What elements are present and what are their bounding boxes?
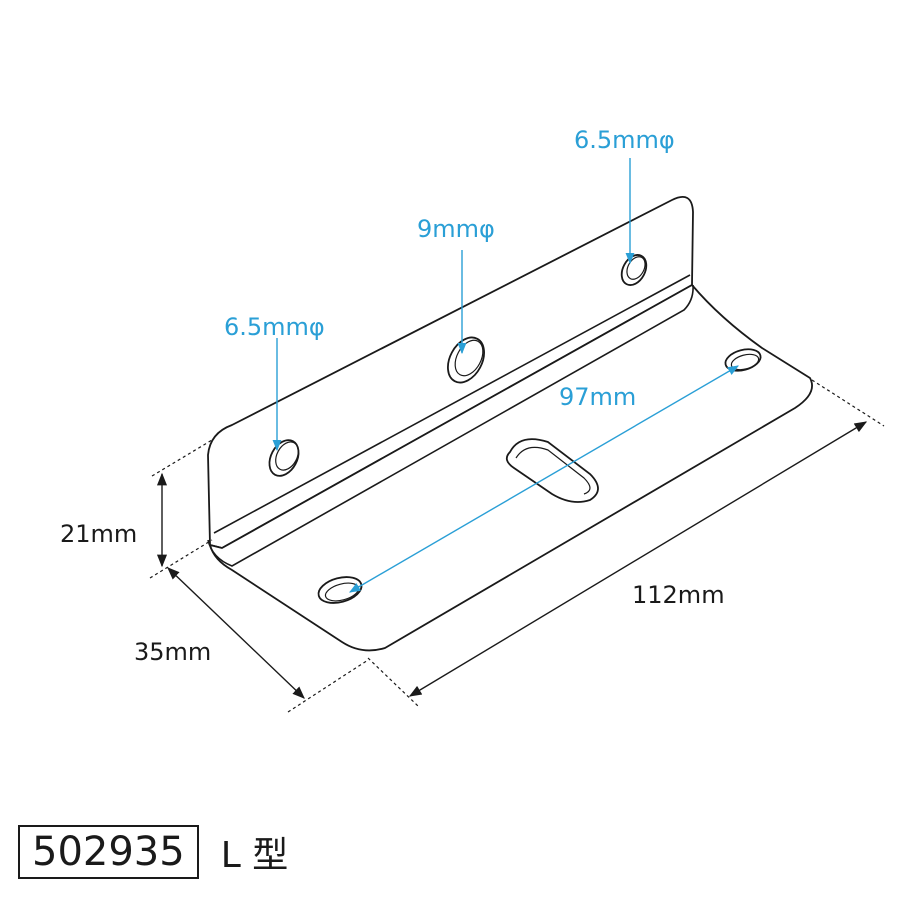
depth-dimension-line (167, 567, 305, 699)
label-height: 21mm (60, 520, 137, 548)
label-hole-left: 6.5mmφ (224, 313, 325, 341)
product-label: 502935 L 型 (18, 824, 288, 880)
label-hole-right: 6.5mmφ (574, 126, 675, 154)
ext-length-left (367, 657, 419, 707)
label-depth: 35mm (134, 638, 211, 666)
label-length: 112mm (632, 581, 725, 609)
label-spacing: 97mm (559, 383, 636, 411)
product-type: L 型 (220, 835, 289, 876)
ext-height-bottom (149, 539, 213, 579)
ext-length-right (811, 379, 885, 427)
ext-depth-bottom (287, 659, 369, 713)
label-hole-center: 9mmφ (417, 215, 495, 243)
length-dimension-line (408, 421, 868, 697)
ext-height-top (151, 439, 213, 477)
product-number: 502935 (18, 825, 199, 879)
